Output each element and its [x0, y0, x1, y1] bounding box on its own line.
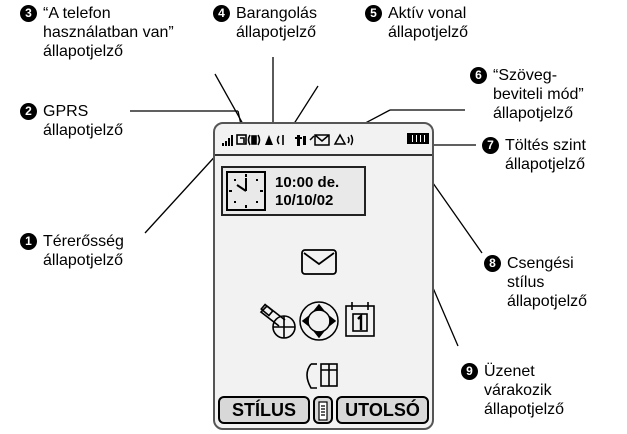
callout-number: 7 [482, 137, 499, 154]
text-entry-mode-icon [295, 135, 306, 146]
callout-label-line: Aktív vonal [388, 5, 467, 22]
analog-clock-icon [226, 171, 266, 211]
callout-label-line: állapotjelző [236, 24, 317, 41]
callout-number: 4 [213, 5, 230, 22]
callout-signal-strength: 1 Térerősség állapotjelző [20, 232, 124, 270]
softkey-bar: STÍLUS UTOLSÓ [218, 396, 429, 424]
callout-label-line: GPRS [43, 103, 89, 120]
web-browser-icon [259, 303, 296, 339]
time-display: 10:00 de. [275, 174, 340, 191]
callout-number: 3 [20, 5, 37, 22]
callout-number: 9 [461, 363, 478, 380]
callout-label-line: “A telefon [43, 5, 111, 22]
gprs-icon [236, 134, 247, 145]
callout-number: 2 [20, 103, 37, 120]
active-line-icon [276, 135, 284, 145]
callout-label-line: Töltés szint [505, 137, 586, 154]
battery-icon [407, 133, 429, 144]
signal-strength-icon [222, 135, 233, 146]
callout-number: 1 [20, 233, 37, 250]
phone-screen: 10:00 de. 10/10/02 [213, 122, 434, 430]
callout-label-line: használatban van” [43, 24, 174, 41]
callout-label-line: Térerősség [43, 233, 124, 250]
clock-widget: 10:00 de. 10/10/02 [221, 166, 366, 216]
callout-message-waiting: 9 Üzenet várakozik állapotjelző [461, 362, 564, 419]
callout-label-line: állapotjelző [43, 43, 124, 60]
message-waiting-icon [309, 134, 330, 146]
status-icons [222, 133, 354, 146]
callout-label-line: állapotjelző [43, 122, 124, 139]
callout-label-line: Üzenet [484, 363, 535, 380]
callout-label-line: állapotjelző [507, 293, 588, 310]
callout-gprs: 2 GPRS állapotjelző [20, 102, 123, 140]
callout-label-line: várakozik [484, 382, 552, 399]
right-softkey-button[interactable]: UTOLSÓ [336, 396, 429, 424]
date-display: 10/10/02 [275, 192, 334, 209]
menu-icon [318, 401, 328, 421]
callout-charge-level: 7 Töltés szint állapotjelző [482, 136, 586, 174]
callout-label-line: Csengési [507, 255, 574, 272]
callout-label-line: állapotjelző [43, 252, 124, 269]
callout-label-line: stílus [507, 274, 545, 291]
callout-phone-in-use: 3 “A telefon használatban van” állapotje… [20, 4, 174, 61]
envelope-icon [301, 249, 337, 275]
callout-label-line: “Szöveg- [493, 67, 558, 84]
calendar-icon [345, 302, 375, 337]
callout-label-line: állapotjelző [484, 401, 565, 418]
callout-roaming: 4 Barangolás állapotjelző [213, 4, 317, 42]
callout-active-line: 5 Aktív vonal állapotjelző [365, 4, 468, 42]
menu-key-button[interactable] [313, 396, 333, 424]
callout-label-line: állapotjelző [493, 105, 574, 122]
status-separator [215, 154, 432, 156]
callout-ring-style: 8 Csengési stílus állapotjelző [484, 254, 587, 311]
callout-number: 5 [365, 5, 382, 22]
callout-number: 8 [484, 255, 501, 272]
callout-text-entry-mode: 6 “Szöveg- beviteli mód” állapotjelző [470, 66, 584, 123]
callout-label-line: állapotjelző [505, 156, 586, 173]
home-icons [259, 249, 375, 389]
left-softkey-button[interactable]: STÍLUS [218, 396, 310, 424]
phonebook-icon [306, 363, 338, 389]
callout-label-line: beviteli mód” [493, 86, 584, 103]
status-bar [221, 132, 429, 148]
phone-in-use-icon [247, 134, 261, 146]
callout-number: 6 [470, 67, 487, 84]
nav-key-icon [299, 301, 339, 341]
ring-style-icon [333, 133, 354, 146]
roaming-icon [265, 135, 273, 145]
callout-label-line: állapotjelző [388, 24, 469, 41]
callout-label-line: Barangolás [236, 5, 317, 22]
